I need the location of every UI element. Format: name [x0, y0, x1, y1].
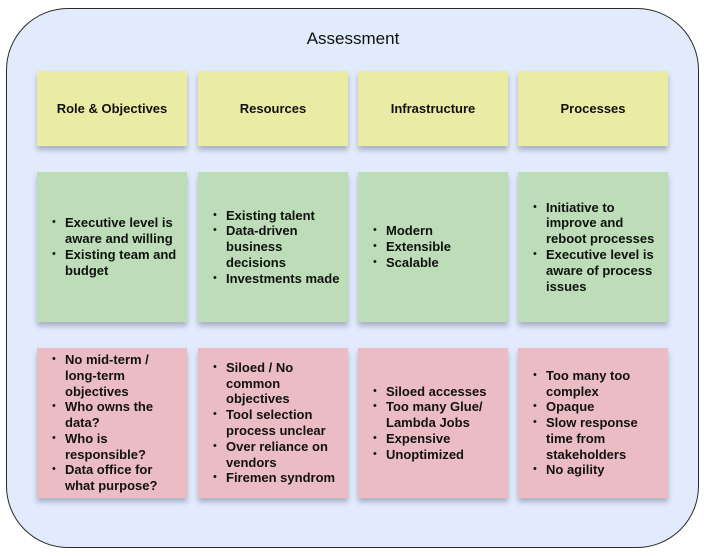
list-item: Who owns the data? [52, 399, 183, 431]
board-title: Assessment [306, 29, 400, 48]
strength-sticky-role-objectives[interactable]: Executive level is aware and willing Exi… [37, 172, 187, 322]
strength-list: Existing talent Data-driven business dec… [206, 208, 344, 287]
list-item: Data office for what purpose? [52, 462, 183, 494]
weakness-list: No mid-term / long-term objectives Who o… [45, 352, 183, 494]
list-item: Who is responsible? [52, 431, 183, 463]
list-item: Too many too complex [533, 368, 664, 400]
weakness-list: Siloed accesses Too many Glue/ Lambda Jo… [366, 384, 504, 463]
weakness-sticky-role-objectives[interactable]: No mid-term / long-term objectives Who o… [37, 348, 187, 498]
list-item: No agility [533, 462, 664, 478]
list-item: Slow response time from stakeholders [533, 415, 664, 462]
header-sticky-role-objectives[interactable]: Role & Objectives [37, 71, 187, 146]
list-item: Scalable [373, 255, 451, 271]
list-item: Unoptimized [373, 447, 504, 463]
header-sticky-resources[interactable]: Resources [198, 71, 348, 146]
list-item: Existing talent [213, 208, 344, 224]
strength-sticky-resources[interactable]: Existing talent Data-driven business dec… [198, 172, 348, 322]
list-item: Executive level is aware of process issu… [533, 247, 664, 294]
list-item: Extensible [373, 239, 451, 255]
strength-sticky-infrastructure[interactable]: Modern Extensible Scalable [358, 172, 508, 322]
list-item: Initiative to improve and reboot process… [533, 200, 664, 247]
header-label: Role & Objectives [56, 100, 168, 116]
list-item: Modern [373, 223, 451, 239]
header-sticky-processes[interactable]: Processes [518, 71, 668, 146]
header-label: Infrastructure [390, 100, 476, 116]
list-item: Investments made [213, 271, 344, 287]
list-item: Siloed accesses [373, 384, 504, 400]
list-item: No mid-term / long-term objectives [52, 352, 183, 399]
strength-list: Initiative to improve and reboot process… [526, 200, 664, 295]
weakness-sticky-resources[interactable]: Siloed / No common objectives Tool selec… [198, 348, 348, 498]
list-item: Expensive [373, 431, 504, 447]
list-item: Over reliance on vendors [213, 439, 344, 471]
list-item: Too many Glue/ Lambda Jobs [373, 399, 504, 431]
weakness-sticky-infrastructure[interactable]: Siloed accesses Too many Glue/ Lambda Jo… [358, 348, 508, 498]
header-label: Resources [239, 100, 307, 116]
list-item: Opaque [533, 399, 664, 415]
list-item: Siloed / No common objectives [213, 360, 344, 407]
list-item: Tool selection process unclear [213, 407, 344, 439]
strength-list: Executive level is aware and willing Exi… [45, 215, 183, 278]
weakness-sticky-processes[interactable]: Too many too complex Opaque Slow respons… [518, 348, 668, 498]
strength-list: Modern Extensible Scalable [366, 223, 451, 270]
weakness-list: Too many too complex Opaque Slow respons… [526, 368, 664, 479]
list-item: Existing team and budget [52, 247, 183, 279]
header-label: Processes [560, 100, 626, 116]
strength-sticky-processes[interactable]: Initiative to improve and reboot process… [518, 172, 668, 322]
header-sticky-infrastructure[interactable]: Infrastructure [358, 71, 508, 146]
list-item: Executive level is aware and willing [52, 215, 183, 247]
list-item: Firemen syndrom [213, 470, 344, 486]
weakness-list: Siloed / No common objectives Tool selec… [206, 360, 344, 486]
list-item: Data-driven business decisions [213, 223, 344, 270]
